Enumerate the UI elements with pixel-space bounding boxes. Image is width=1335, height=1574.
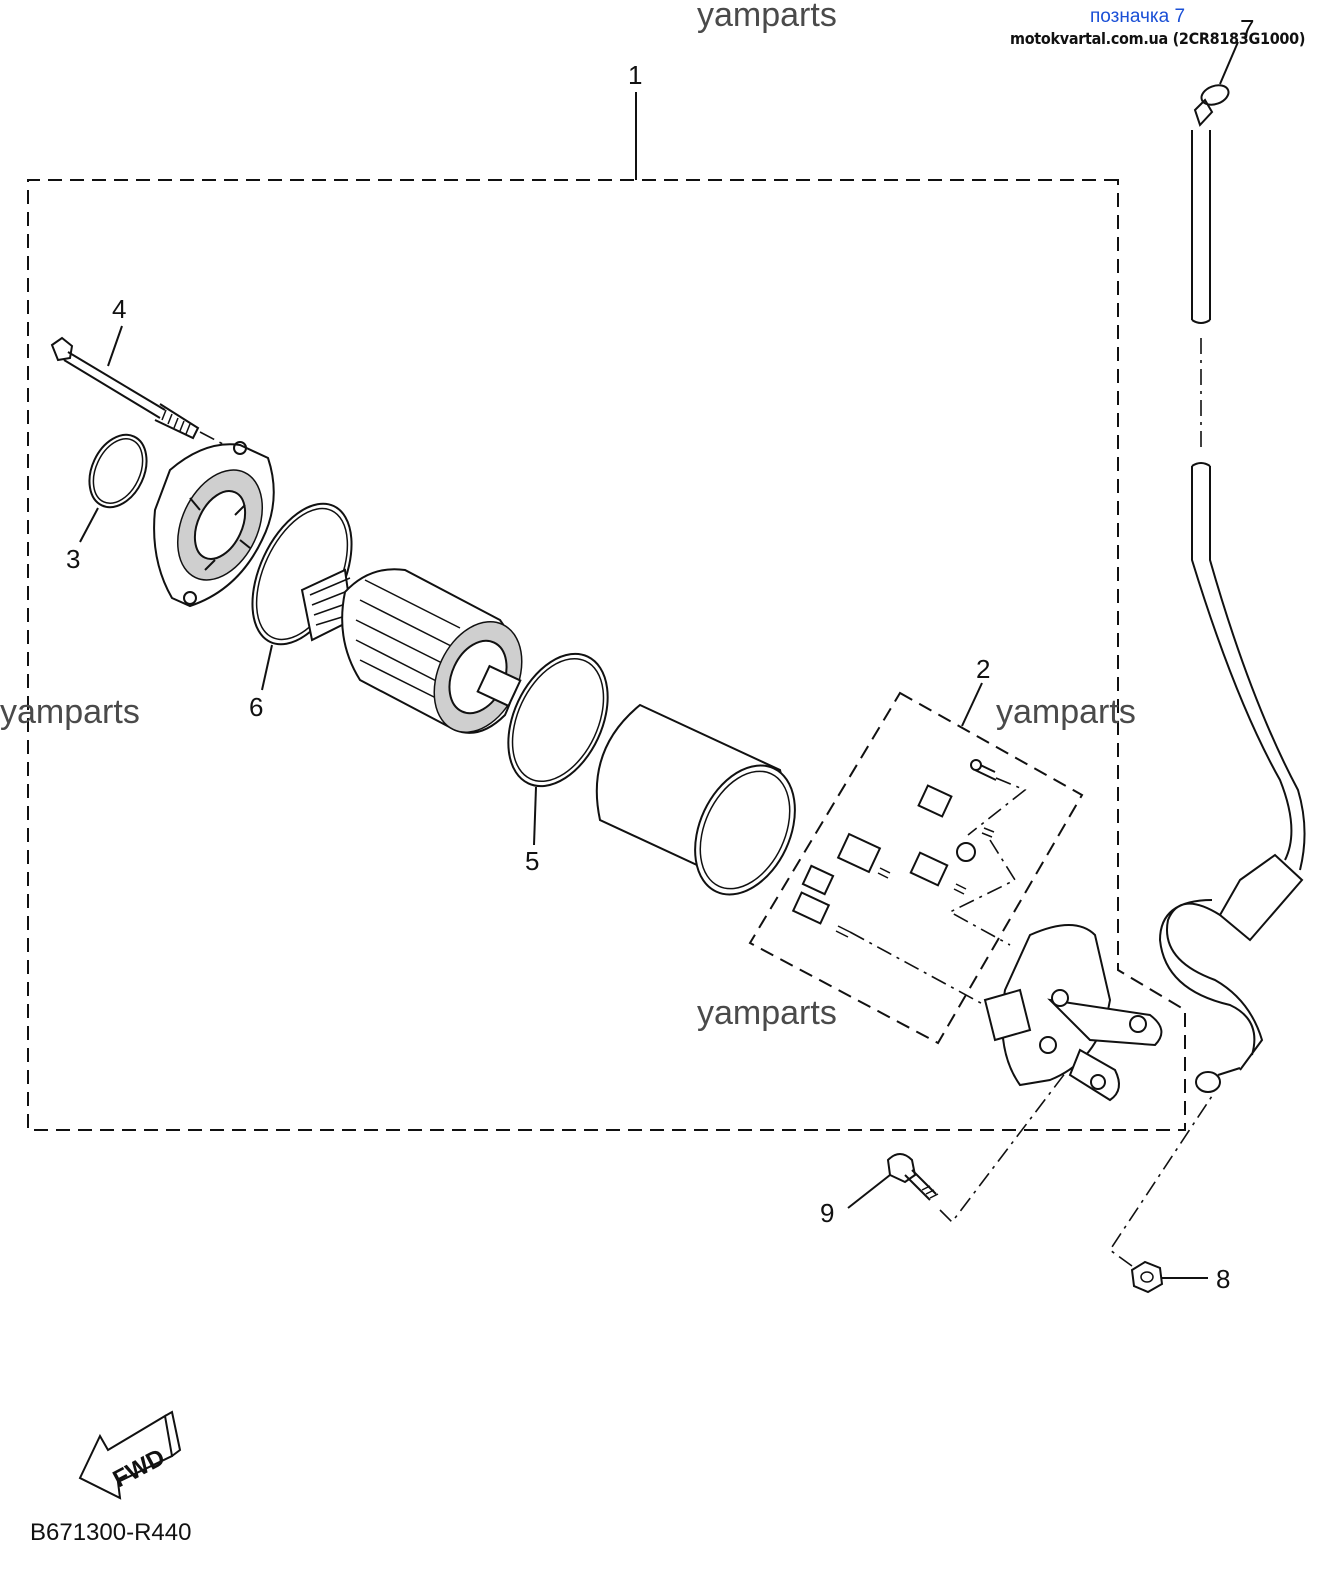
o-ring-medium [507, 652, 609, 788]
watermark-top: yamparts [697, 0, 837, 34]
leader-2 [961, 682, 983, 727]
callout-4: 4 [112, 294, 126, 324]
leader-6 [261, 644, 273, 691]
watermark-bottom: yamparts [697, 994, 837, 1032]
terminal-bolt [886, 1153, 939, 1201]
callout-6: 6 [249, 692, 263, 722]
front-cover [153, 441, 275, 608]
rear-cover [983, 924, 1163, 1102]
leader-4 [107, 325, 123, 367]
yoke-housing [595, 703, 796, 896]
brush-set-boundary [748, 691, 1084, 1045]
leader-7 [1219, 41, 1239, 85]
callout-3: 3 [66, 544, 80, 574]
o-ring-small [88, 433, 148, 509]
page-tag-source: motokvartal.com.ua (2CR8183G1000) [1010, 29, 1306, 48]
leader-9 [847, 1174, 891, 1209]
callout-5: 5 [525, 846, 539, 876]
nut-8-guide [1108, 1095, 1213, 1267]
callout-7: 7 [1240, 14, 1254, 44]
assembly-boundary [27, 179, 1186, 1131]
brush-components [791, 759, 1027, 1009]
callout-8: 8 [1216, 1264, 1230, 1294]
diagram-ref: B671300-R440 [30, 1519, 191, 1546]
watermark-left: yamparts [0, 693, 140, 731]
through-bolt [50, 336, 200, 440]
terminal-nut [1130, 1260, 1164, 1294]
callout-9: 9 [820, 1198, 834, 1228]
lead-wire [1158, 84, 1306, 1093]
bolt-9-guide [939, 1071, 1067, 1224]
fwd-arrow-icon: FWD [78, 1410, 182, 1500]
watermark-right: yamparts [996, 693, 1136, 731]
leader-3 [79, 507, 99, 543]
page-tag-label: позначка 7 [1090, 6, 1186, 27]
callout-2: 2 [976, 654, 990, 684]
callout-1: 1 [628, 60, 642, 90]
armature [300, 568, 523, 734]
leader-5 [533, 786, 537, 846]
